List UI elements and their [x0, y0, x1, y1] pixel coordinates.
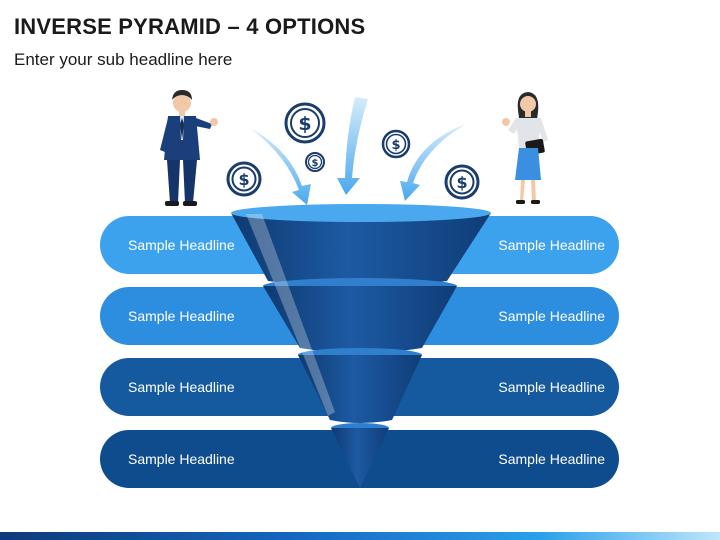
svg-text:$: $ — [238, 170, 249, 189]
bottom-accent-bar — [0, 532, 720, 540]
funnel-rim-1 — [231, 204, 491, 222]
funnel-segment-4 — [331, 428, 389, 488]
page-title: INVERSE PYRAMID – 4 OPTIONS — [14, 14, 366, 39]
headline-left-4: Sample Headline — [128, 451, 235, 467]
arrow-down-icon — [337, 97, 368, 195]
coins: $ $ $ $ $ — [226, 102, 480, 200]
funnel-segment-1 — [231, 213, 491, 288]
funnel — [231, 204, 491, 488]
businessman-figure — [160, 90, 218, 206]
svg-text:$: $ — [456, 173, 467, 192]
funnel-highlight — [246, 214, 335, 416]
svg-text:$: $ — [312, 158, 319, 169]
funnel-segment-2 — [263, 286, 457, 353]
svg-text:$: $ — [391, 138, 400, 153]
arrow-down-icon — [400, 124, 466, 201]
page-subtitle: Enter your sub headline here — [14, 50, 233, 69]
headline-right-2: Sample Headline — [498, 308, 605, 324]
dollar-coin-icon: $ — [305, 152, 325, 172]
headline-left-3: Sample Headline — [128, 379, 235, 395]
headline-right-4: Sample Headline — [498, 451, 605, 467]
arrow-down-icon — [250, 128, 311, 205]
funnel-segment-3 — [298, 355, 422, 423]
dollar-coin-icon: $ — [381, 129, 411, 159]
dollar-coin-icon: $ — [284, 102, 326, 144]
headline-right-3: Sample Headline — [498, 379, 605, 395]
dollar-coin-icon: $ — [226, 161, 262, 197]
businesswoman-figure — [502, 92, 548, 204]
svg-text:$: $ — [298, 113, 311, 135]
headline-left-1: Sample Headline — [128, 237, 235, 253]
headline-right-1: Sample Headline — [498, 237, 605, 253]
dollar-coin-icon: $ — [444, 164, 480, 200]
headline-left-2: Sample Headline — [128, 308, 235, 324]
arrows — [250, 97, 466, 205]
